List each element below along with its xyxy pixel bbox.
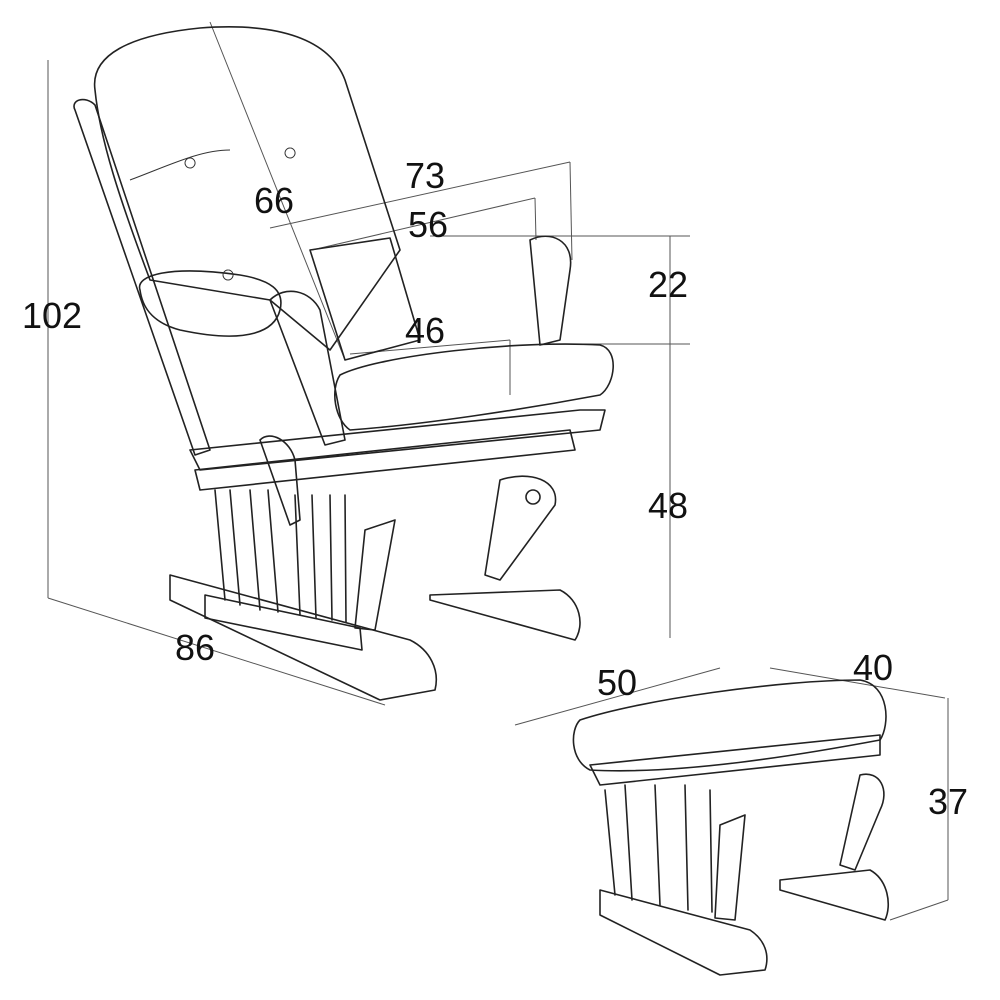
left-arm-pad bbox=[138, 270, 282, 337]
right-arm bbox=[269, 290, 346, 446]
front-rocker-rail bbox=[169, 574, 437, 701]
dimension-height-label: 102 bbox=[22, 295, 83, 336]
glider-chair bbox=[73, 26, 614, 701]
dimension-backrest-label: 66 bbox=[254, 180, 295, 221]
tufting bbox=[129, 147, 296, 281]
ottoman bbox=[572, 679, 889, 976]
seat-frame bbox=[189, 409, 606, 471]
front-armrest bbox=[259, 435, 301, 526]
back-frame bbox=[73, 98, 211, 456]
dimension-seat-width-label: 46 bbox=[405, 310, 446, 351]
dimension-arm-height-label: 22 bbox=[648, 264, 689, 305]
seat-cushion bbox=[334, 343, 614, 431]
ottoman-height-label: 37 bbox=[928, 781, 969, 822]
rear-glider-rail bbox=[429, 589, 581, 641]
ottoman-rear-rail bbox=[779, 869, 889, 921]
far-arm bbox=[529, 235, 572, 346]
spindles bbox=[214, 489, 396, 631]
dimension-lines bbox=[47, 21, 949, 921]
ottoman-spindles bbox=[604, 773, 885, 921]
dimension-depth-label: 86 bbox=[175, 627, 216, 668]
ottoman-frame bbox=[589, 734, 881, 786]
front-base-board bbox=[204, 594, 363, 651]
ottoman-front-rail bbox=[599, 889, 768, 976]
base-frame bbox=[194, 429, 576, 491]
dimension-seat-height-label: 48 bbox=[648, 485, 689, 526]
ottoman-depth-label: 40 bbox=[853, 647, 894, 688]
ottoman-width-label: 50 bbox=[597, 662, 638, 703]
backrest-cushion bbox=[93, 26, 401, 351]
seat-back-cushion bbox=[309, 237, 421, 361]
dimension-overall-width-label: 73 bbox=[405, 155, 446, 196]
glider-linkage bbox=[484, 475, 557, 581]
dimension-inner-width-label: 56 bbox=[408, 204, 449, 245]
